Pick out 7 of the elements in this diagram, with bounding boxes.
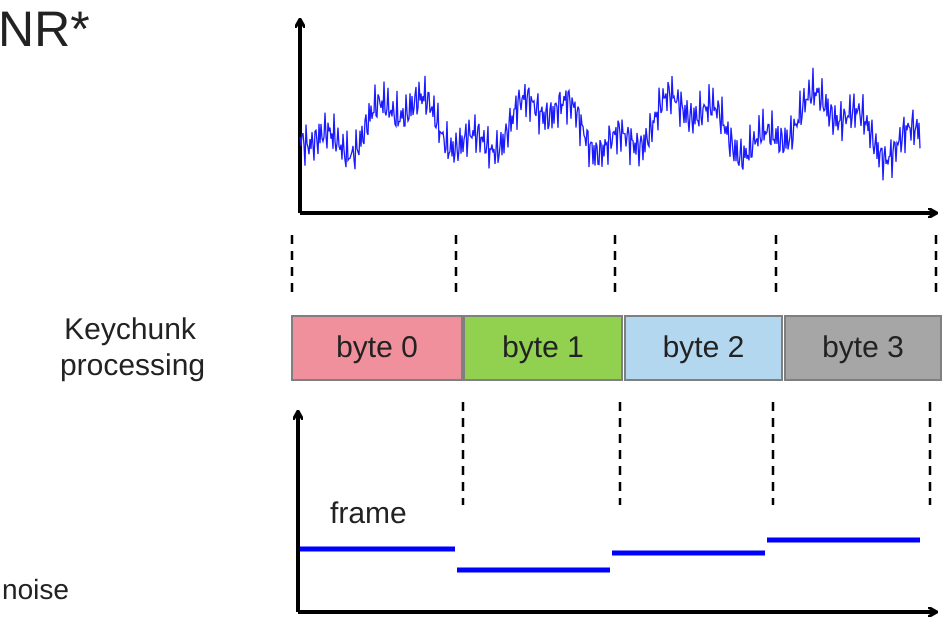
byte-segment: byte 1 [463,315,623,381]
plot-label: frame [330,497,407,531]
axis-label: noise [2,574,69,606]
byte-segment: byte 3 [784,315,942,381]
byte-segment: byte 0 [291,315,463,381]
byte-segment: byte 2 [624,315,783,381]
heading-text: NR* [0,0,90,58]
